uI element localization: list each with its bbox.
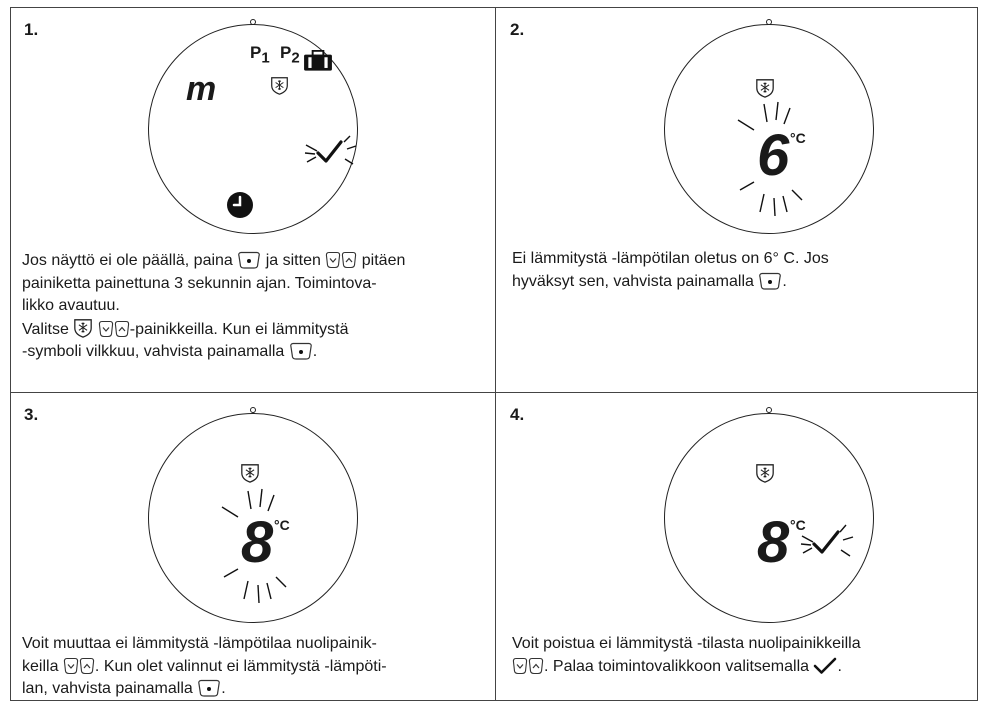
temperature-unit: °C <box>790 517 806 533</box>
temperature-digit: 8 <box>757 510 790 575</box>
step-number: 3. <box>24 405 39 424</box>
frost-shield-icon <box>755 78 775 98</box>
grid-divider-vertical <box>495 7 496 701</box>
arrow-buttons-icon <box>63 657 95 675</box>
suitcase-icon <box>303 50 333 72</box>
frost-shield-icon <box>240 463 260 483</box>
arrow-buttons-icon <box>325 251 357 269</box>
display-notch <box>250 19 256 25</box>
frost-shield-icon <box>755 463 775 483</box>
step-description: Voit muuttaa ei lämmitystä -lämpötilaa n… <box>22 635 387 697</box>
arrow-buttons-icon <box>98 320 130 338</box>
step-description: Voit poistua ei lämmitystä -tilasta nuol… <box>512 635 861 675</box>
blink-rays <box>221 488 287 604</box>
blinking-checkmark-icon <box>800 524 854 557</box>
display-letters: m <box>186 70 216 108</box>
temperature-unit: °C <box>274 517 290 533</box>
display-notch <box>766 19 772 25</box>
frost-shield-icon <box>270 76 289 95</box>
step-description: Jos näyttö ei ole päällä, paina ja sitte… <box>22 251 406 360</box>
display-notch <box>766 407 772 413</box>
ok-button-icon <box>237 251 261 269</box>
checkmark-icon <box>813 657 837 675</box>
grid-divider-horizontal <box>10 392 978 393</box>
step-description: Ei lämmitystä -lämpötilan oletus on 6° C… <box>512 250 829 290</box>
display-notch <box>250 407 256 413</box>
instruction-grid <box>10 7 978 701</box>
blink-rays <box>737 101 803 217</box>
clock-icon <box>227 192 253 218</box>
step-number: 1. <box>24 20 39 39</box>
ok-button-icon <box>289 342 313 360</box>
thermostat-display <box>148 413 358 623</box>
ok-button-icon <box>197 679 221 697</box>
program-p1: P1 <box>250 43 270 67</box>
ok-button-icon <box>758 272 782 290</box>
temperature-unit: °C <box>790 130 806 146</box>
step-number: 2. <box>510 20 525 39</box>
program-p2: P2 <box>280 43 300 67</box>
thermostat-display <box>664 413 874 623</box>
arrow-buttons-icon <box>512 657 544 675</box>
temperature-digit: 8 <box>241 510 274 575</box>
blinking-checkmark-icon <box>304 135 357 165</box>
frost-shield-icon <box>73 318 93 338</box>
step-number: 4. <box>510 405 525 424</box>
temperature-digit: 6 <box>757 123 790 188</box>
